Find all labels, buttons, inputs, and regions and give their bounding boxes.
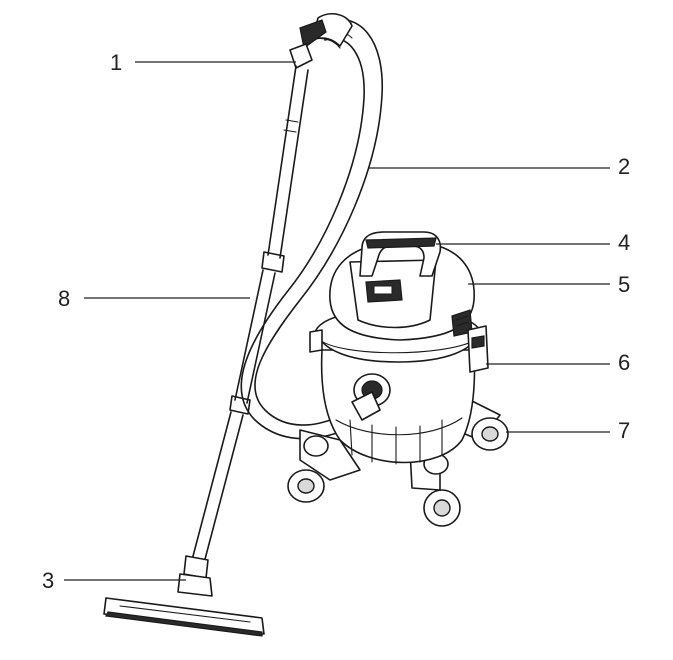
callout-2: 2: [618, 154, 630, 179]
callout-8: 8: [58, 286, 70, 311]
hose-handle: [289, 13, 353, 69]
callout-labels: 1 2 3 4 5 6 7 8: [42, 50, 630, 593]
callout-1: 1: [110, 50, 122, 75]
leader-lines: [64, 61, 610, 581]
callout-6: 6: [618, 350, 630, 375]
motor-head: [329, 243, 475, 341]
lid-latch: [309, 325, 489, 373]
floor-nozzle: [103, 555, 265, 637]
callout-4: 4: [618, 230, 630, 255]
carry-handle: [359, 231, 442, 277]
callout-5: 5: [618, 272, 630, 297]
hose-inlet: [351, 373, 391, 421]
callout-7: 7: [618, 418, 630, 443]
extension-wands: [191, 65, 309, 564]
caster-base: [287, 399, 509, 527]
callout-3: 3: [42, 568, 54, 593]
